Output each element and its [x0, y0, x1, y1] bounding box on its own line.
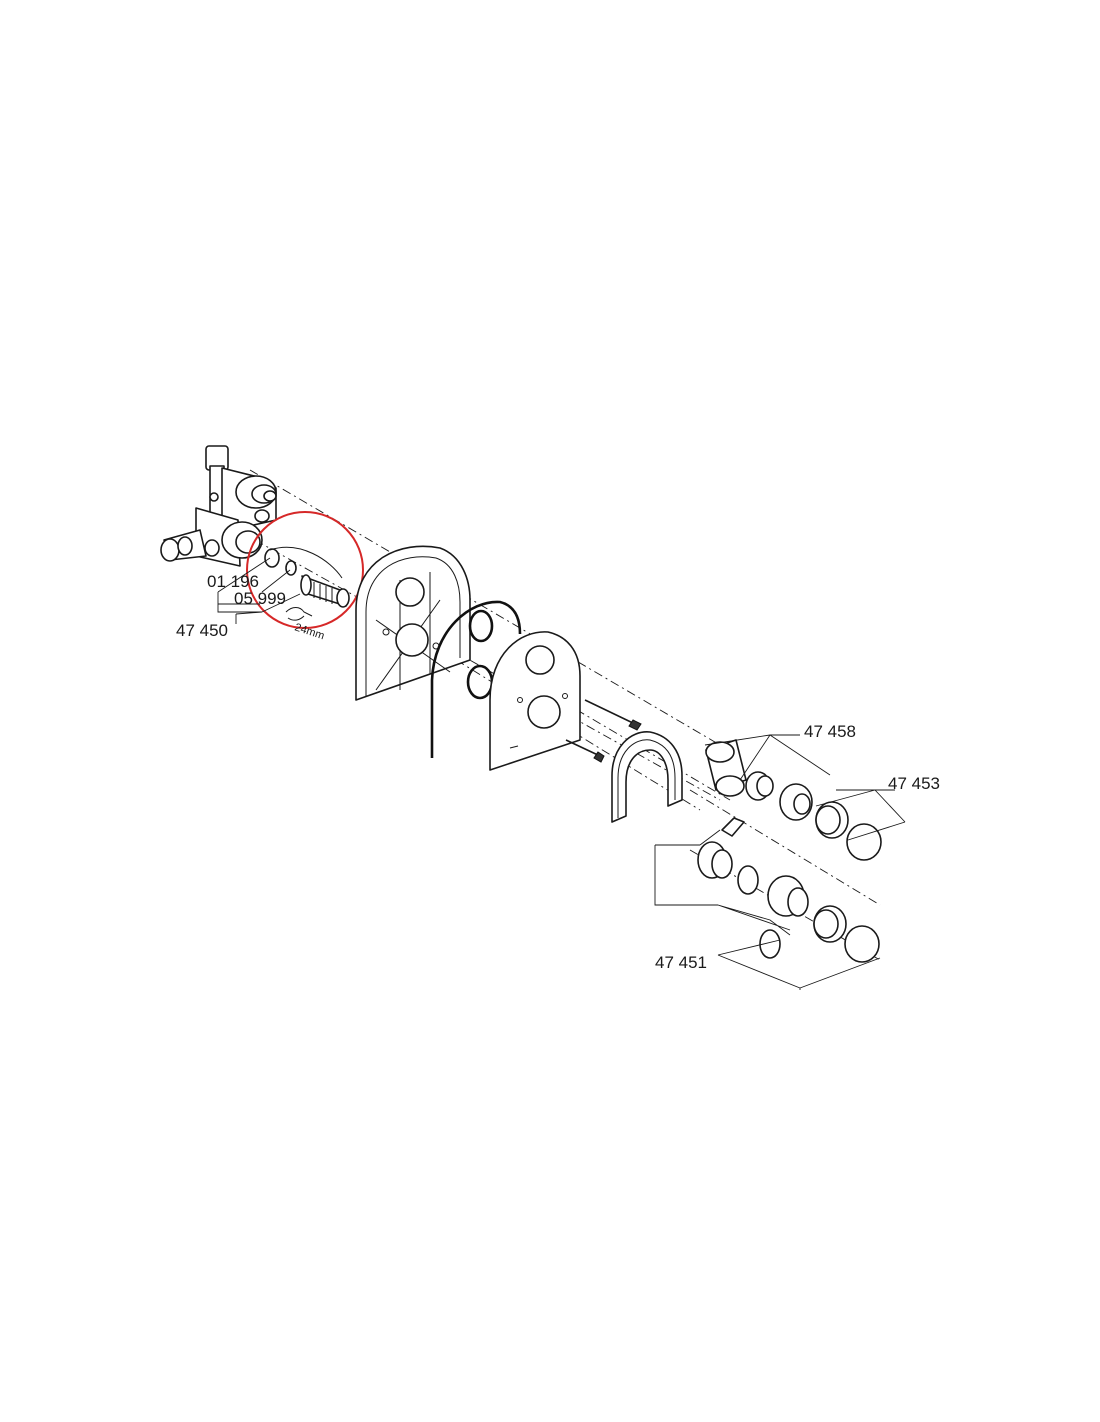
label-47451: 47 451	[655, 953, 707, 972]
screws	[565, 699, 642, 763]
valve-body	[160, 445, 277, 567]
label-47453: 47 453	[888, 774, 940, 793]
red-highlight-circle	[246, 511, 364, 629]
lower-handle-assembly	[697, 817, 880, 963]
label-47458: 47 458	[804, 722, 856, 741]
gasket-seal	[430, 600, 522, 758]
label-01196: 01 196	[207, 572, 259, 591]
o-rings-small	[264, 548, 297, 576]
o-ring-gaskets	[466, 609, 494, 700]
label-05999: 05 999	[234, 589, 286, 608]
u-trim-cover	[611, 731, 683, 823]
leader-lines	[217, 557, 906, 990]
label-wrench-size: 24mm	[293, 621, 326, 642]
escutcheon-plate	[489, 631, 581, 771]
upper-handle-assembly	[705, 739, 882, 861]
mounting-frame	[355, 545, 471, 701]
wrench-icon	[269, 546, 343, 621]
thermostatic-cartridge	[300, 574, 350, 608]
label-47450: 47 450	[176, 621, 228, 640]
